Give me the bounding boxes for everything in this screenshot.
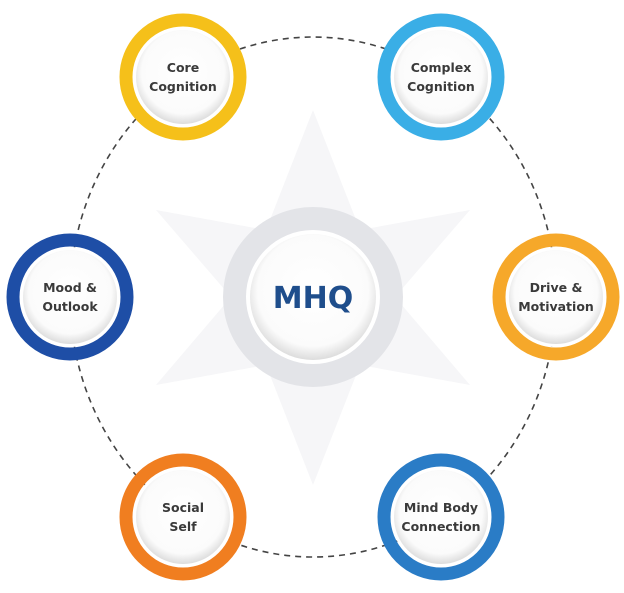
node-label-line: Drive &	[530, 280, 583, 295]
node-label-line: Cognition	[407, 79, 475, 94]
node-inner-disc	[136, 470, 230, 564]
node-ring	[492, 233, 620, 361]
node-ring	[119, 13, 247, 141]
node-ring	[6, 233, 134, 361]
node-inner-disc	[136, 30, 230, 124]
node-mood-outlook: Mood & Outlook	[6, 233, 134, 361]
node-label-line: Cognition	[149, 79, 217, 94]
node-label-line: Motivation	[518, 299, 594, 314]
center-node: MHQ	[223, 207, 403, 387]
node-ring	[119, 453, 247, 581]
node-inner-disc	[394, 30, 488, 124]
node-inner-disc	[23, 250, 117, 344]
node-label-line: Mood &	[43, 280, 97, 295]
node-ring	[377, 453, 505, 581]
node-label-line: Core	[167, 60, 199, 75]
node-inner-disc	[509, 250, 603, 344]
node-label-line: Complex	[411, 60, 472, 75]
node-label-line: Connection	[401, 519, 480, 534]
node-ring	[377, 13, 505, 141]
node-label-line: Outlook	[42, 299, 98, 314]
node-label-line: Mind Body	[404, 500, 478, 515]
node-label-line: Self	[169, 519, 197, 534]
node-label-line: Social	[162, 500, 204, 515]
node-drive-motivation: Drive & Motivation	[492, 233, 620, 361]
center-label: MHQ	[273, 281, 353, 316]
node-inner-disc	[394, 470, 488, 564]
